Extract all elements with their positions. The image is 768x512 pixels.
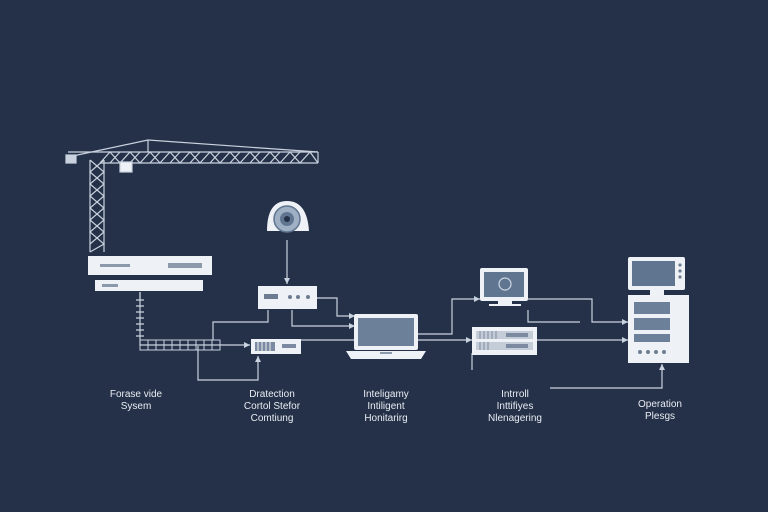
label-crane-system-line2: Sysem (120, 401, 152, 412)
label-crane-system: Forase vide Sysem (96, 389, 176, 413)
label-management-line2: Inttifiyes (496, 401, 534, 412)
label-operation: Operation Plesgs (620, 399, 700, 423)
crane-base-platform (88, 256, 221, 351)
controller-unit-icon (258, 286, 317, 309)
label-monitoring: Inteligamy Intiligent Honitarirg (346, 389, 426, 425)
label-management-line3: Nlenagering (488, 413, 542, 424)
label-operation-line2: Plesgs (644, 411, 675, 422)
label-monitoring-line2: Intiligent (367, 401, 405, 412)
connection-lines (139, 240, 663, 389)
label-detection-line3: Comtiung (250, 413, 294, 424)
crane-icon (65, 139, 319, 337)
label-monitoring-line3: Honitarirg (364, 413, 408, 424)
label-detection-line1: Dratection (249, 389, 295, 400)
label-operation-line1: Operation (638, 399, 682, 410)
laptop-icon (346, 314, 426, 359)
label-detection: Dratection Cortol Stefor Comtiung (230, 389, 314, 425)
label-management: Intrroll Inttifiyes Nlenagering (474, 389, 556, 425)
camera-dome-icon (267, 201, 309, 233)
server-rack-icon (472, 327, 537, 355)
label-monitoring-line1: Inteligamy (363, 389, 409, 400)
monitor-icon (480, 268, 528, 306)
switch-icon (251, 339, 301, 354)
label-crane-system-line1: Forase vide (109, 389, 163, 400)
arrow-heads (244, 278, 665, 370)
label-management-line1: Intrroll (501, 389, 529, 400)
workstation-icon (628, 257, 689, 363)
label-detection-line2: Cortol Stefor (243, 401, 301, 412)
